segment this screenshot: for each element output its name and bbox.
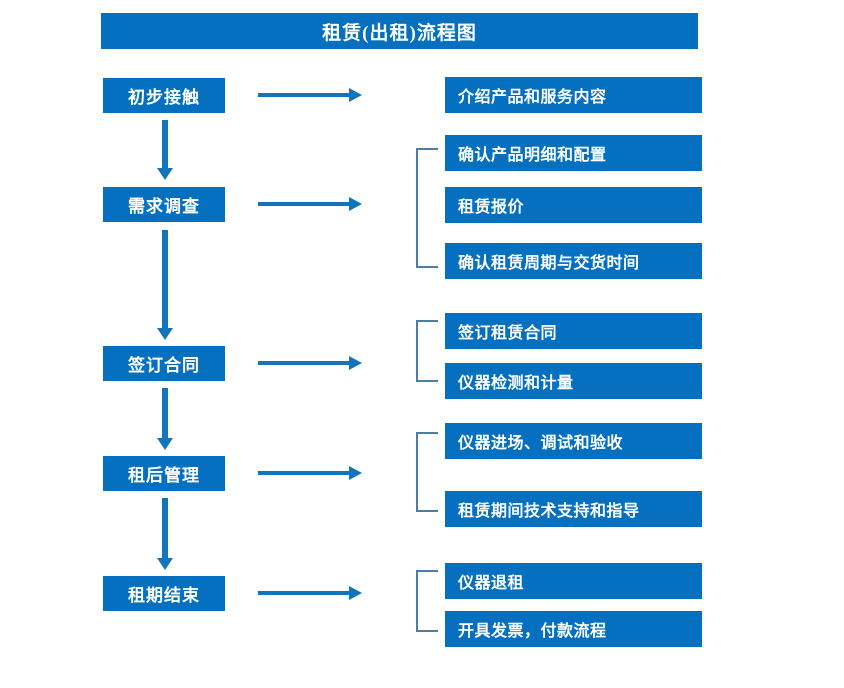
arrow-shaft	[258, 361, 350, 365]
stage-box-5[interactable]: 租期结束	[103, 576, 225, 611]
arrow-shaft	[162, 388, 168, 438]
arrow-head-right-icon	[349, 466, 362, 480]
detail-box-6[interactable]: 仪器检测和计量	[445, 363, 702, 399]
detail-box-1[interactable]: 介绍产品和服务内容	[445, 77, 702, 113]
group-bracket-4	[416, 570, 438, 632]
stage-box-1[interactable]: 初步接触	[103, 78, 225, 113]
horizontal-arrow-2	[258, 197, 362, 211]
stage-box-2[interactable]: 需求调查	[103, 187, 225, 222]
arrow-head-down-icon	[157, 438, 173, 450]
arrow-head-right-icon	[349, 197, 362, 211]
vertical-arrow-1	[157, 120, 173, 180]
horizontal-arrow-4	[258, 466, 362, 480]
arrow-shaft	[258, 93, 350, 97]
group-bracket-3	[416, 432, 438, 512]
horizontal-arrow-1	[258, 88, 362, 102]
stage-box-4[interactable]: 租后管理	[103, 456, 225, 491]
horizontal-arrow-3	[258, 356, 362, 370]
detail-box-4[interactable]: 确认租赁周期与交货时间	[445, 243, 702, 279]
arrow-head-right-icon	[349, 88, 362, 102]
group-bracket-1	[416, 148, 438, 268]
arrow-shaft	[162, 498, 168, 558]
detail-box-10[interactable]: 开具发票，付款流程	[445, 611, 702, 647]
diagram-title: 租赁(出租)流程图	[101, 13, 698, 49]
horizontal-arrow-5	[258, 586, 362, 600]
arrow-head-down-icon	[157, 558, 173, 570]
vertical-arrow-2	[157, 230, 173, 340]
detail-box-7[interactable]: 仪器进场、调试和验收	[445, 423, 702, 459]
detail-box-8[interactable]: 租赁期间技术支持和指导	[445, 491, 702, 527]
arrow-shaft	[162, 230, 168, 328]
arrow-head-right-icon	[349, 586, 362, 600]
detail-box-2[interactable]: 确认产品明细和配置	[445, 135, 702, 171]
detail-box-3[interactable]: 租赁报价	[445, 187, 702, 223]
stage-box-3[interactable]: 签订合同	[103, 346, 225, 381]
arrow-shaft	[258, 471, 350, 475]
arrow-shaft	[258, 202, 350, 206]
arrow-head-down-icon	[157, 328, 173, 340]
detail-box-9[interactable]: 仪器退租	[445, 563, 702, 599]
vertical-arrow-3	[157, 388, 173, 450]
vertical-arrow-4	[157, 498, 173, 570]
arrow-head-down-icon	[157, 168, 173, 180]
arrow-shaft	[258, 591, 350, 595]
group-bracket-2	[416, 320, 438, 382]
detail-box-5[interactable]: 签订租赁合同	[445, 313, 702, 349]
arrow-shaft	[162, 120, 168, 168]
arrow-head-right-icon	[349, 356, 362, 370]
